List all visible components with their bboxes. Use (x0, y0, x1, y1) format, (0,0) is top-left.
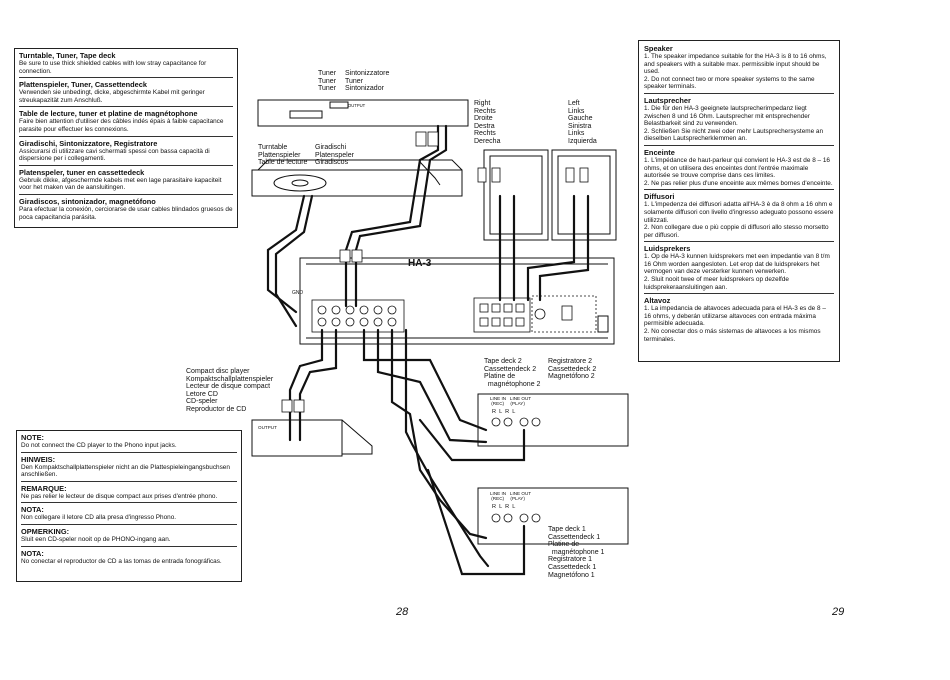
speaker-note-item: 1. L'impédance de haut-parleur qui convi… (644, 156, 830, 180)
tuner-label-alt: Sintonizzatore Tuner Sintonizador (345, 70, 390, 93)
speaker-note-item: 2. Non collegare due o più coppie di dif… (644, 224, 829, 239)
cd-note-title: NOTA: (21, 505, 44, 515)
speaker-note-title: Lautsprecher (644, 95, 691, 105)
cable-note-text: Be sure to use thick shielded cables wit… (19, 60, 207, 75)
deck2-jack-caption: LINE IN LINE OUT (REC) (PLAY) (490, 396, 532, 407)
cd-note-title: REMARQUE: (21, 483, 67, 493)
cd-notes-box: NOTE:Do not connect the CD player to the… (16, 430, 242, 582)
speaker-note-item: 1. Op de HA-3 kunnen luidsprekers met ee… (644, 253, 830, 276)
speaker-note-title: Diffusori (644, 192, 675, 202)
deck2-rl-caption: R L R L (492, 409, 516, 415)
cable-note-title: Turntable, Tuner, Tape deck (19, 51, 116, 60)
cable-note-text: Faire bien attention d'utiliser des câbl… (19, 118, 224, 133)
deck1-rl-caption: R L R L (492, 504, 516, 510)
speaker-note-title: Enceinte (644, 147, 675, 157)
speaker-note-item: 1. L'impedenza dei diffusori adatta all'… (644, 201, 834, 224)
cd-note-title: NOTE: (21, 433, 44, 442)
cable-note-text: Verwenden sie unbedingt, dicke, abgeschi… (19, 89, 205, 104)
cable-note-text: Assicurarsi di utilizzare cavi schermati… (19, 147, 210, 163)
cable-note-title: Plattenspieler, Tuner, Cassettendeck (19, 80, 148, 90)
tuner-output-caption: OUTPUT (348, 103, 366, 108)
speaker-note-title: Luidsprekers (644, 244, 691, 254)
cable-note-text: Gebruik dikke, afgeschermde kabels met e… (19, 176, 222, 192)
tape-deck-1-label: Tape deck 1 Cassettendeck 1 Platine de m… (548, 526, 605, 579)
cd-note-title: NOTA: (21, 548, 44, 558)
cd-note-title: HINWEIS: (21, 454, 56, 464)
cable-note-title: Table de lecture, tuner et platine de ma… (19, 109, 198, 119)
cable-note-text: Para efectuar la conexión, cerciorarse d… (19, 205, 233, 221)
page-number-left: 28 (396, 606, 409, 618)
cable-note-title: Platenspeler, tuner en cassettedeck (19, 167, 145, 177)
tape-deck-2-label: Tape deck 2 Cassettendeck 2 Platine de m… (484, 358, 541, 388)
deck1-jack-caption: LINE IN LINE OUT (REC) (PLAY) (490, 491, 532, 502)
cable-note-title: Giradischi, Sintonizzatore, Registratore (19, 138, 158, 148)
speaker-note-item: 2. No conectar dos o más sistemas de alt… (644, 328, 821, 343)
tape-deck-2 (477, 393, 629, 447)
speaker-note-title: Altavoz (644, 296, 671, 306)
right-speaker-label: Right Rechts Droite Destra Rechts Derech… (474, 100, 501, 145)
speaker-note-title: Speaker (644, 44, 673, 53)
left-speaker (551, 149, 617, 241)
turntable-label: Turntable Plattenspieler Table de lectur… (258, 144, 308, 167)
cd-note-1: HINWEIS:Den Kompaktschallplattenspieler … (21, 451, 237, 479)
speaker-note-item: 1. The speaker impedance suitable for th… (644, 53, 827, 76)
left-speaker-label: Left Links Gauche Sinistra Links Izquier… (568, 100, 597, 145)
cable-note-2: Table de lecture, tuner et platine de ma… (19, 106, 233, 133)
cd-note-text: Den Kompaktschallplattenspieler nicht an… (21, 463, 230, 479)
cd-note-text: Sluit een CD-speler nooit op de PHONO-in… (21, 535, 171, 543)
cd-note-text: No conectar el reproductor de CD a las t… (21, 557, 222, 565)
cd-note-text: Do not connect the CD player to the Phon… (21, 442, 177, 449)
gnd-label: GND (292, 290, 304, 296)
speaker-note-item: 2. Do not connect two or more speaker sy… (644, 75, 815, 91)
speaker-note-item: 2. Ne pas relier plus d'une enceinte aux… (644, 179, 833, 187)
turntable-label-alt: Giradischi Platenspeler Giradiscos (315, 144, 354, 167)
cd-note-text: Non collegare il letore CD alla presa d'… (21, 514, 177, 522)
cd-note-text: Ne pas relier le lecteur de disque compa… (21, 492, 218, 500)
cd-note-4: OPMERKING:Sluit een CD-speler nooit op d… (21, 523, 237, 544)
cd-note-title: OPMERKING: (21, 526, 70, 536)
cd-note-2: REMARQUE:Ne pas relier le lecteur de dis… (21, 480, 237, 501)
amp-model-label: HA-3 (408, 258, 432, 269)
cd-player (251, 419, 343, 457)
tuner-label: Tuner Tuner Tuner (318, 70, 337, 93)
tape-deck-2-label-alt: Registratore 2 Cassettedeck 2 Magnetófon… (548, 358, 597, 381)
cable-note-title: Giradiscos, sintonizador, magnetófono (19, 196, 156, 206)
cd-note-3: NOTA:Non collegare il letore CD alla pre… (21, 502, 237, 522)
cable-note-3: Giradischi, Sintonizzatore, Registratore… (19, 135, 233, 163)
speaker-note-item: 2. Schließen Sie nicht zwei oder mehr La… (644, 127, 824, 143)
right-speaker (483, 149, 549, 241)
cd-note-5: NOTA:No conectar el reproductor de CD a … (21, 545, 237, 566)
speaker-note-item: 2. Sluit nooit twee of meer luidsprekers… (644, 276, 789, 291)
speaker-note-item: 1. La impedancia de altavoces adecuada p… (644, 305, 826, 328)
page-number-right: 29 (832, 606, 845, 618)
cd-note-0: NOTE:Do not connect the CD player to the… (21, 433, 237, 450)
speaker-note-item: 1. Die für den HA-3 geeignete lautsprech… (644, 104, 810, 128)
cd-player-label: Compact disc player Kompaktschallplatten… (186, 368, 274, 413)
tape-deck-1 (477, 487, 629, 545)
cd-output-caption: OUTPUT (258, 425, 277, 430)
